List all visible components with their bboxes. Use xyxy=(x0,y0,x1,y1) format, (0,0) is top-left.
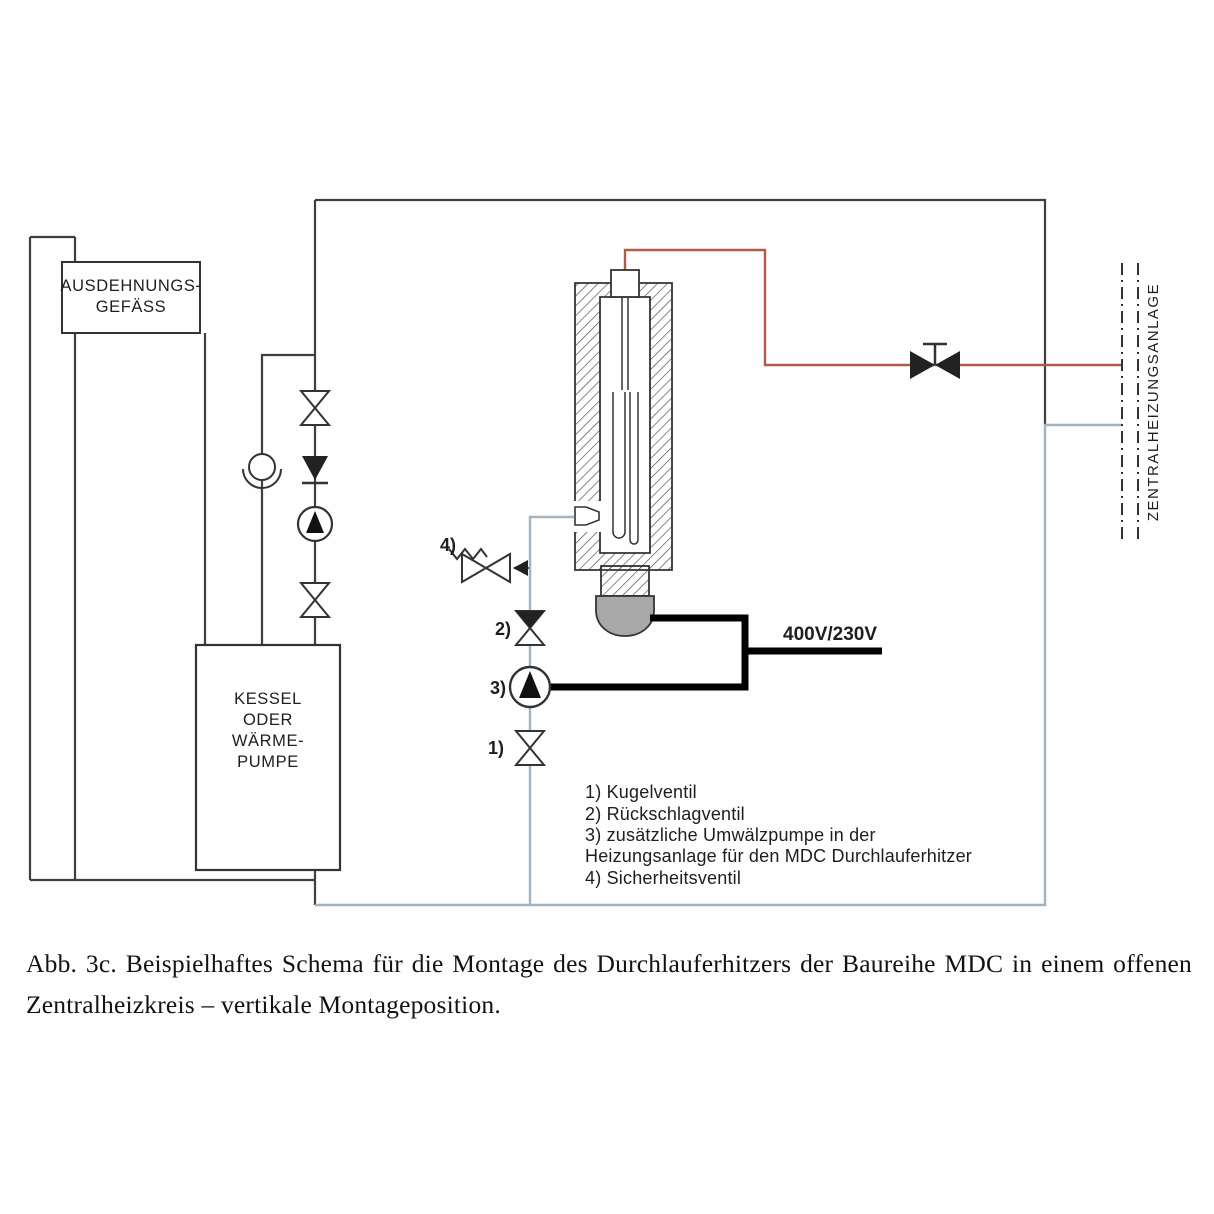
safety-valve-icon xyxy=(461,552,511,584)
power-label: 400V/230V xyxy=(783,624,877,645)
boiler-label-3: WÄRME- xyxy=(232,732,304,750)
gauge-icon xyxy=(248,453,276,481)
expansion-vessel-label-1: AUSDEHNUNGS- xyxy=(60,277,201,295)
ball-valve-icon xyxy=(298,390,332,426)
heater-top-fitting xyxy=(610,269,640,298)
heating-system-lines xyxy=(1121,263,1139,540)
central-heating-system: ZENTRALHEIZUNGSANLAGE xyxy=(1121,263,1162,540)
pipe-return-riser xyxy=(528,515,575,905)
heater-screw-fitting xyxy=(600,565,650,597)
pipe-return-main xyxy=(315,423,1122,907)
mdc-heater xyxy=(574,269,673,637)
pipe-outer-top xyxy=(315,198,1047,425)
boiler-label-2: ODER xyxy=(243,711,293,729)
pipes-return xyxy=(315,423,1122,907)
safety-valve-spring xyxy=(448,547,488,561)
pipe-bypass xyxy=(260,353,315,645)
ball-valve-icon xyxy=(298,582,332,618)
pipes-dark xyxy=(28,198,1047,905)
circulation-pump-rotor xyxy=(519,671,541,698)
pipe-flow-main xyxy=(623,248,1122,367)
legend-line-4: Heizungsanlage für den MDC Durchlauferhi… xyxy=(585,846,972,866)
boiler-riser-fittings xyxy=(242,390,334,618)
legend-line-1: 1) Kugelventil xyxy=(585,782,697,802)
heating-system-label: ZENTRALHEIZUNGSANLAGE xyxy=(1145,283,1162,521)
return-riser-fittings xyxy=(448,547,552,766)
component-number-labels: 4) 2) 3) 1) 400V/230V xyxy=(440,535,877,758)
heater-inlet-port xyxy=(574,506,600,526)
boiler-box xyxy=(194,643,342,872)
label-4: 4) xyxy=(440,535,456,555)
return-check-valve-fill xyxy=(516,611,544,628)
legend-line-5: 4) Sicherheitsventil xyxy=(585,868,741,888)
safety-valve-arrow xyxy=(513,560,528,576)
electric-wiring xyxy=(551,614,882,691)
flow-valve-stem xyxy=(923,342,947,365)
figure-caption: Abb. 3c. Beispielhaftes Schema für die M… xyxy=(26,949,1192,1019)
flow-line-valve xyxy=(910,342,960,379)
legend: 1) Kugelventil 2) Rückschlagventil 3) zu… xyxy=(585,782,972,888)
label-2: 2) xyxy=(495,619,511,639)
label-3: 3) xyxy=(490,678,506,698)
label-1: 1) xyxy=(488,738,504,758)
legend-line-2: 2) Rückschlagventil xyxy=(585,804,745,824)
expansion-vessel-box xyxy=(61,261,201,334)
boiler-label-4: PUMPE xyxy=(237,753,299,771)
pipe-expansion-loop xyxy=(28,235,317,905)
wire-heater-pump xyxy=(551,614,749,691)
boiler-label-1: KESSEL xyxy=(234,690,302,708)
legend-line-3: 3) zusätzliche Umwälzpumpe in der xyxy=(585,825,876,845)
component-boxes: AUSDEHNUNGS- GEFÄSS KESSEL ODER WÄRME- P… xyxy=(60,261,342,872)
boiler-pump-rotor xyxy=(306,511,324,533)
expansion-vessel-label-2: GEFÄSS xyxy=(96,298,167,316)
heater-electric-head xyxy=(595,595,655,637)
check-valve-icon xyxy=(302,456,328,480)
return-ball-valve-icon xyxy=(513,730,547,766)
gauge-arc xyxy=(242,468,282,489)
pipes-flow xyxy=(623,248,1122,367)
heating-elements xyxy=(612,297,639,545)
